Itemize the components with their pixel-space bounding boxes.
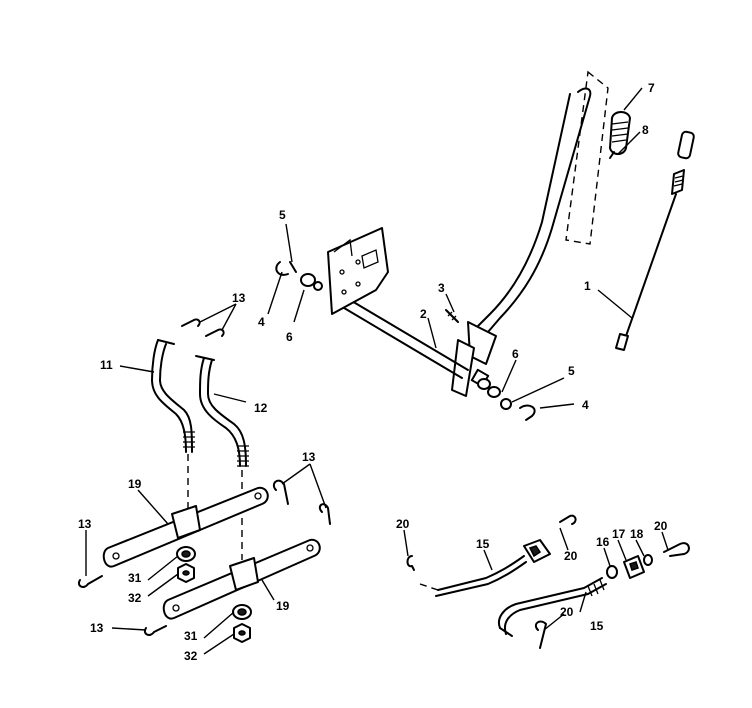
callout-19-lower: 19 xyxy=(276,599,290,613)
callout-6-right: 6 xyxy=(512,347,519,361)
handle-rod xyxy=(615,130,695,351)
hairpin-13-left xyxy=(78,575,103,588)
pin-3 xyxy=(445,309,459,323)
callout-31-lower: 31 xyxy=(184,629,198,643)
clip-20-right xyxy=(663,542,690,557)
callout-20-right: 20 xyxy=(654,519,668,533)
callout-7: 7 xyxy=(648,81,655,95)
callout-31-upper: 31 xyxy=(128,571,142,585)
trunnion-17 xyxy=(623,555,645,579)
callout-20-left: 20 xyxy=(396,517,410,531)
callout-13-top: 13 xyxy=(232,291,246,305)
adjust-rod-lower xyxy=(498,577,607,649)
nut-32-lower xyxy=(233,623,251,643)
callout-labels: 1 2 3 4 4 5 5 6 6 7 8 11 12 13 13 13 13 … xyxy=(78,81,668,663)
hairpin-13-right xyxy=(272,479,331,525)
callout-8: 8 xyxy=(642,123,649,137)
clip-right xyxy=(519,404,536,421)
lift-lever xyxy=(451,70,609,397)
callout-13-right: 13 xyxy=(302,450,316,464)
callout-11: 11 xyxy=(100,358,113,372)
callout-5-right: 5 xyxy=(568,364,575,378)
bushing-right xyxy=(477,378,501,398)
hairpin-13-top xyxy=(181,318,225,337)
callout-13-left: 13 xyxy=(78,517,92,531)
spring-7 xyxy=(609,111,631,159)
pin-18 xyxy=(643,554,653,566)
callout-1: 1 xyxy=(584,279,591,293)
callout-15-upper: 15 xyxy=(476,537,490,551)
hairpin-13-bottom xyxy=(144,625,167,636)
callout-17: 17 xyxy=(612,527,626,541)
washer-right xyxy=(500,398,512,410)
adjust-rod-upper xyxy=(406,514,577,597)
callout-6-left: 6 xyxy=(286,330,293,344)
washer-31-lower xyxy=(232,604,252,620)
mounting-plate xyxy=(327,227,389,315)
lift-link-11 xyxy=(151,339,195,453)
callout-12: 12 xyxy=(254,401,268,415)
callout-32-lower: 32 xyxy=(184,649,198,663)
callout-2: 2 xyxy=(420,307,427,321)
callout-4-right: 4 xyxy=(582,398,589,412)
lift-arm-lower xyxy=(162,538,321,620)
callout-16: 16 xyxy=(596,535,610,549)
leader-lines xyxy=(85,87,669,655)
callout-4-left: 4 xyxy=(258,315,265,329)
callout-20-lower: 20 xyxy=(560,605,574,619)
callout-5-left: 5 xyxy=(279,208,286,222)
callout-13-bottom: 13 xyxy=(90,621,104,635)
callout-18: 18 xyxy=(630,527,644,541)
callout-15-lower: 15 xyxy=(590,619,604,633)
callout-20-mid: 20 xyxy=(564,549,578,563)
callout-32-upper: 32 xyxy=(128,591,142,605)
lift-link-12 xyxy=(195,355,249,467)
callout-3: 3 xyxy=(438,281,445,295)
bushing-left xyxy=(300,273,323,291)
washer-31-upper xyxy=(176,546,196,562)
lift-arm-upper xyxy=(102,486,269,568)
cross-shaft xyxy=(333,293,490,388)
hairpin-left xyxy=(275,261,297,276)
washer-16 xyxy=(606,565,618,579)
callout-19-upper: 19 xyxy=(128,477,142,491)
nut-32-upper xyxy=(177,563,195,583)
